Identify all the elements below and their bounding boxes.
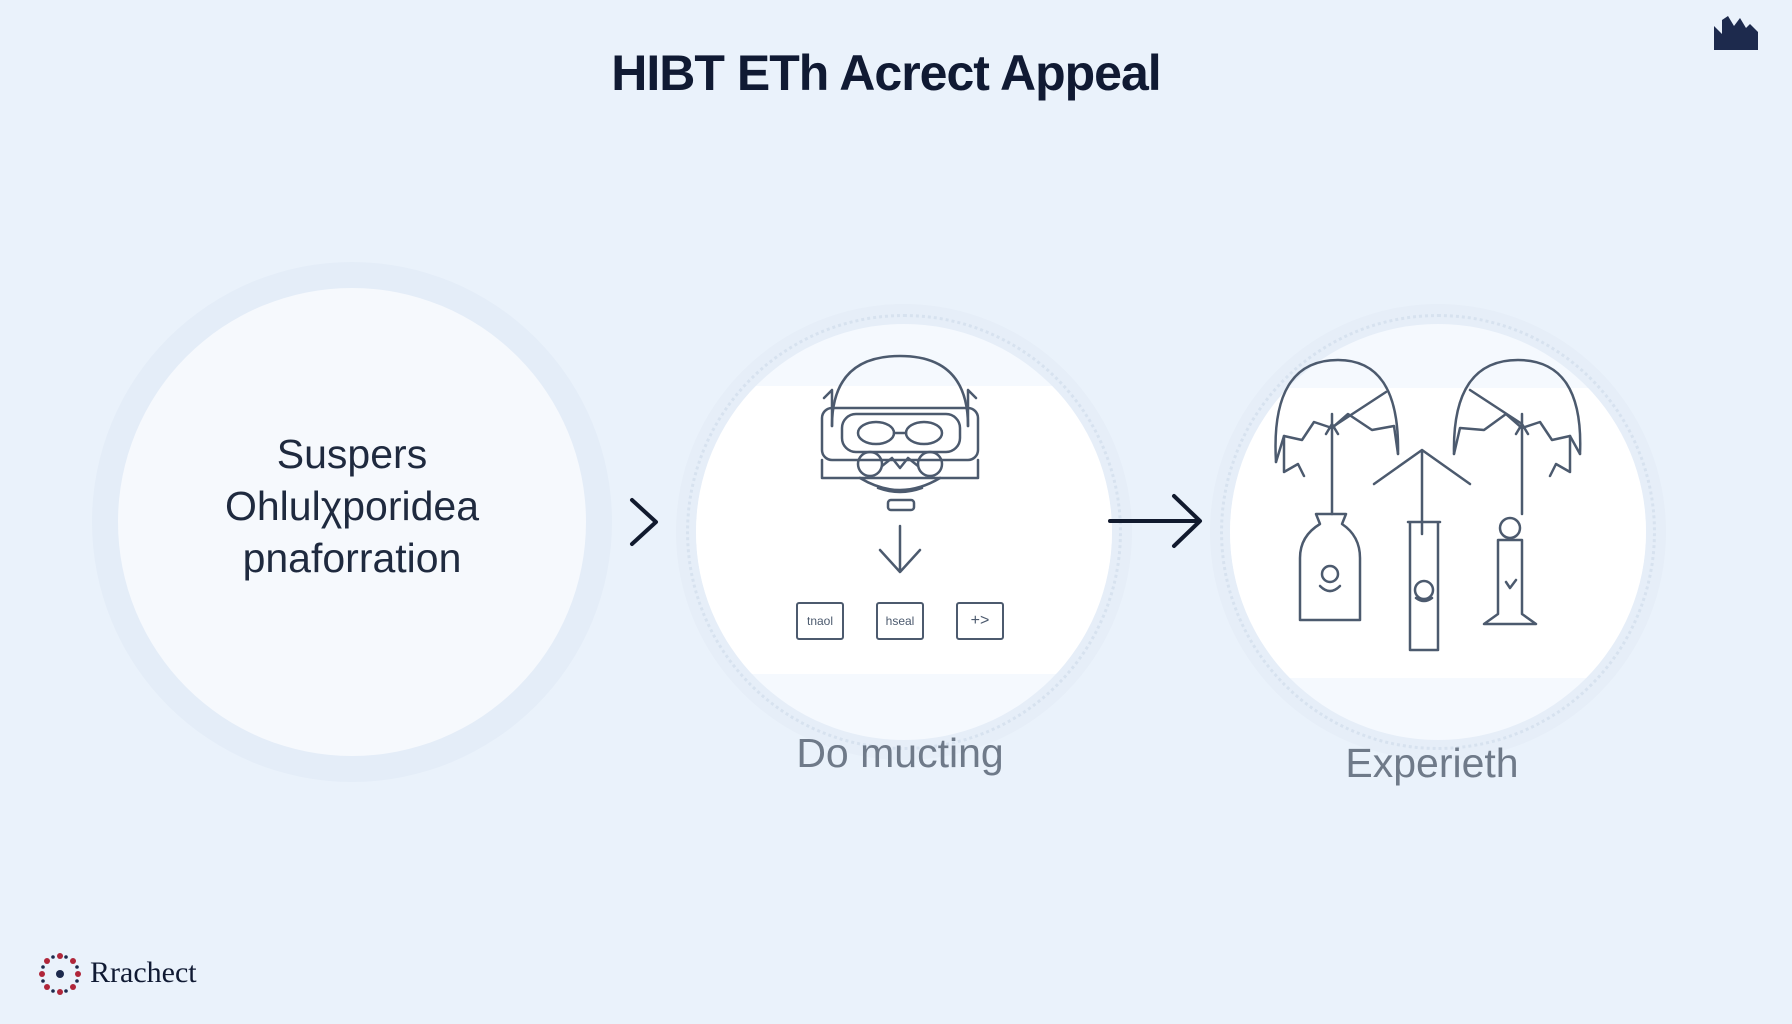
stage-1-circle: [118, 288, 586, 756]
stage-2-caption: Do mucting: [796, 730, 1004, 776]
page-title: HIBT ETh Acrect Appeal: [611, 45, 1161, 101]
stage-3-caption: Experieth: [1345, 740, 1519, 786]
lab-bottles-icon: [1274, 358, 1582, 652]
stage-1-text: Suspers Ohlulχporidea pnaforration: [118, 428, 586, 584]
stage-3-dotted-ring: [1220, 314, 1656, 750]
key-hseal: hseal: [876, 602, 924, 640]
stage-1-line: Ohlulχporidea: [224, 483, 479, 529]
chevron-right-icon: [630, 498, 658, 546]
arrow-right-icon: [1108, 494, 1202, 548]
dotted-circle-logo-icon: [39, 953, 81, 995]
brand-name: Rrachect: [90, 956, 197, 989]
stage-1-line: pnaforration: [242, 535, 462, 581]
key-next: +>: [956, 602, 1004, 640]
robot-head-icon: [820, 354, 980, 574]
stage-1-line: Suspers: [276, 431, 428, 477]
stage-2-dotted-ring: [686, 314, 1122, 750]
key-tnaol: tnaol: [796, 602, 844, 640]
city-skyline-icon: [1714, 16, 1758, 50]
